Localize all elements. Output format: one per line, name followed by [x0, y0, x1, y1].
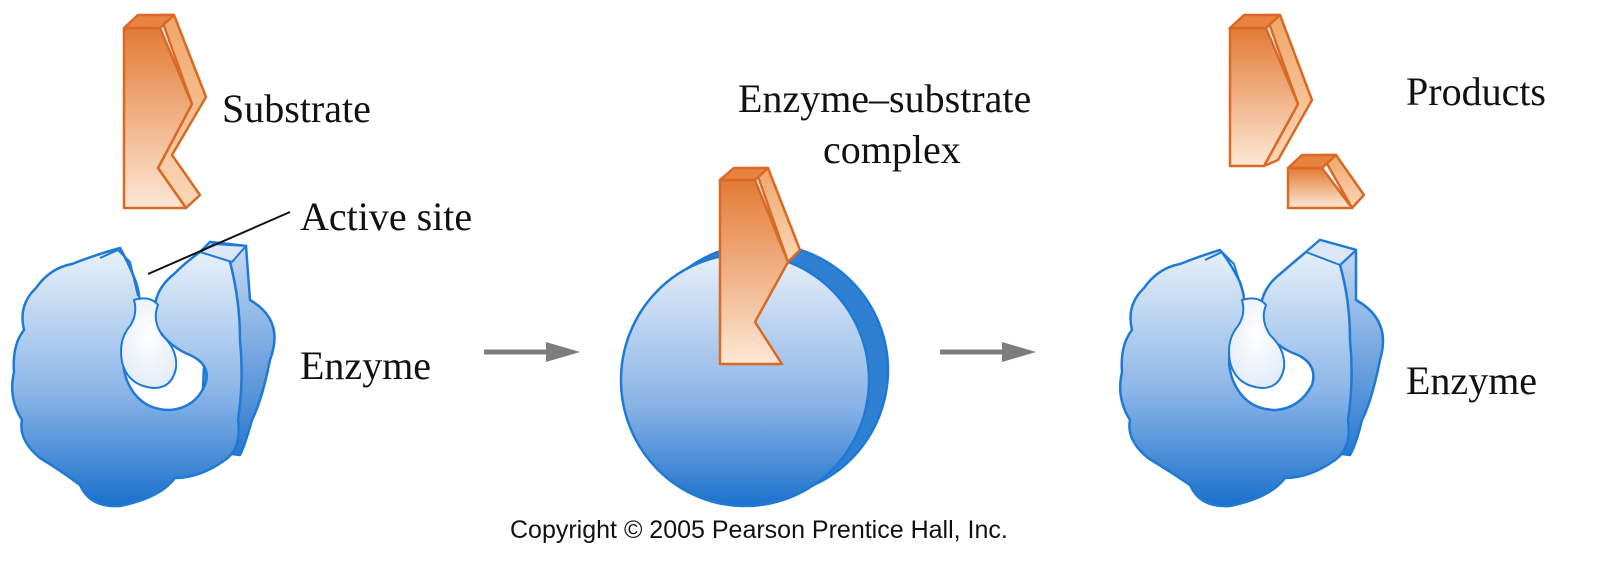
enzyme-right-cleft [1228, 297, 1286, 390]
active-site-leader [147, 211, 291, 275]
enzyme-right [1119, 238, 1385, 508]
product-small [1286, 153, 1366, 210]
products-label: Products [1406, 69, 1546, 114]
active-site-label: Active site [300, 194, 472, 239]
substrate-label: Substrate [222, 86, 371, 131]
copyright-text: Copyright © 2005 Pearson Prentice Hall, … [510, 516, 1008, 544]
enzyme-substrate-complex [619, 166, 890, 508]
enzyme-left-label: Enzyme [300, 343, 431, 388]
enzyme-right-body [1119, 238, 1358, 508]
substrate-left [122, 13, 208, 210]
enzyme-right-label: Enzyme [1406, 358, 1537, 403]
complex-label-line1: Enzyme–substrate [738, 76, 1031, 121]
product-large [1228, 13, 1314, 168]
complex-label-line2: complex [823, 127, 961, 172]
enzyme-left [11, 240, 276, 508]
arrow-1 [484, 342, 580, 362]
enzyme-left-body [11, 240, 248, 508]
active-site-cleft [120, 297, 178, 390]
arrow-2 [940, 342, 1036, 362]
